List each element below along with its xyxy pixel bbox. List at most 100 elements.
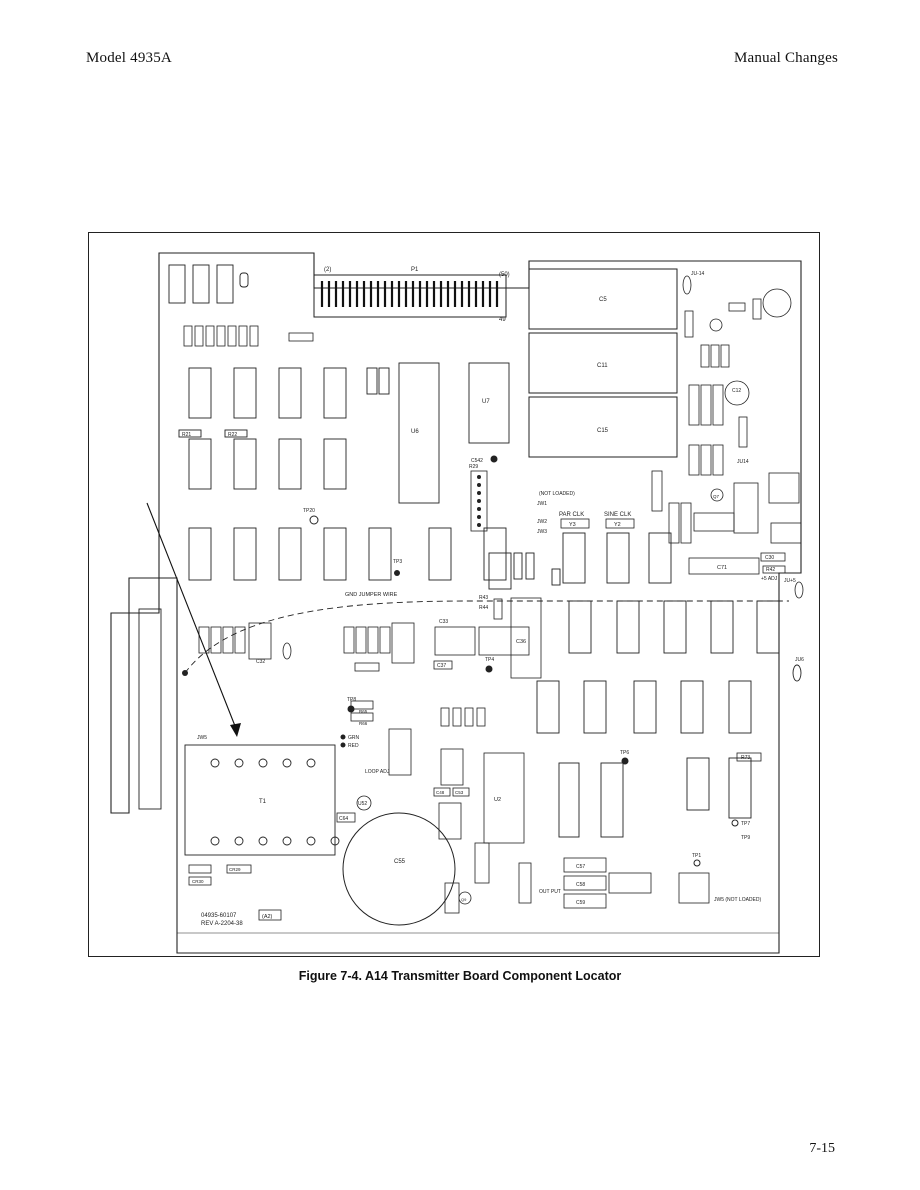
c542-marker bbox=[490, 455, 498, 463]
tp4-point bbox=[485, 665, 493, 673]
r42-label: R42 bbox=[766, 567, 775, 573]
r65-label: R65 bbox=[359, 709, 368, 714]
cr29-label: CR29 bbox=[229, 867, 241, 872]
resistor-bank-top-left bbox=[183, 325, 314, 347]
gnd-jumper-label: GND JUMPER WIRE bbox=[345, 592, 398, 598]
p1-label: P1 bbox=[411, 267, 419, 273]
jw2-label: JW2 bbox=[537, 519, 547, 525]
r73-label: R73 bbox=[741, 755, 750, 761]
c55-label: C55 bbox=[394, 859, 406, 865]
q9-label: Q9 bbox=[461, 897, 467, 902]
c48-label: C48 bbox=[436, 790, 445, 795]
c5-label: C5 bbox=[599, 297, 607, 303]
r43-label: R43 bbox=[479, 595, 488, 601]
gnd-jumper-wire bbox=[184, 600, 789, 674]
p1-connector: (2) P1 (50) 49 bbox=[313, 267, 510, 323]
p1-pin50-label: (50) bbox=[499, 272, 510, 278]
middle-left-components bbox=[198, 597, 542, 679]
c55-capacitor bbox=[342, 812, 456, 926]
t1-label: T1 bbox=[259, 799, 267, 805]
jw5-label: JW5 bbox=[197, 735, 207, 741]
u7-label: U7 bbox=[482, 399, 490, 405]
c59-label: C59 bbox=[576, 900, 585, 906]
ju14-label: JU-14 bbox=[691, 271, 705, 277]
u6-label: U6 bbox=[411, 429, 419, 435]
c37-label: C37 bbox=[437, 663, 446, 669]
c58-label: C58 bbox=[576, 882, 585, 888]
u52-label: U52 bbox=[358, 801, 367, 807]
c57-label: C57 bbox=[576, 864, 585, 870]
component-locator-figure: (2) P1 (50) 49 C5 C11 C15 U6 U7 R21 R22 bbox=[88, 232, 820, 957]
circuit-board-drawing: (2) P1 (50) 49 C5 C11 C15 U6 U7 R21 R22 bbox=[110, 252, 804, 954]
right-components bbox=[651, 275, 804, 599]
section-header: Manual Changes bbox=[733, 50, 838, 66]
c542-label: C542 bbox=[471, 458, 483, 464]
ic-row-3 bbox=[188, 527, 507, 581]
tp20-label: TP20 bbox=[303, 508, 315, 514]
r22-label: R22 bbox=[228, 432, 237, 438]
cr30-label: CR30 bbox=[192, 879, 204, 884]
c30-label: C30 bbox=[765, 555, 774, 561]
ju4-label: JU14 bbox=[737, 459, 749, 465]
page-number: 7-15 bbox=[809, 1141, 835, 1156]
c33-label: C33 bbox=[439, 619, 448, 625]
not-loaded-label: (NOT LOADED) bbox=[539, 491, 575, 497]
grn-label: GRN bbox=[348, 735, 360, 741]
jw3-label: JW3 bbox=[537, 529, 547, 535]
left-edge-connector bbox=[138, 608, 162, 810]
tp4-label: TP4 bbox=[485, 657, 494, 663]
c32-label: C32 bbox=[256, 659, 265, 665]
ic-row-1 bbox=[188, 362, 510, 504]
ju6-label: JU6 bbox=[795, 657, 804, 663]
red-label: RED bbox=[348, 743, 359, 749]
transformer-t1 bbox=[184, 744, 340, 856]
q7-label: Q7 bbox=[713, 494, 720, 499]
r29-header: R29 bbox=[469, 464, 488, 532]
tp3-label: TP3 bbox=[393, 559, 402, 565]
y3-label: Y3 bbox=[569, 522, 576, 528]
c64-label: C64 bbox=[339, 816, 348, 822]
sine-clk-label: SINE CLK bbox=[604, 512, 631, 518]
revision: REV A-2204-38 bbox=[201, 921, 243, 927]
r21-label: R21 bbox=[182, 432, 191, 438]
plus5adj-label: +5 ADJ bbox=[761, 576, 778, 582]
ju5-label: JU+5 bbox=[784, 578, 796, 584]
tp6-label: TP6 bbox=[620, 750, 629, 756]
c11-label: C11 bbox=[597, 363, 608, 369]
pointer-arrow-line bbox=[146, 502, 238, 732]
par-clk-label: PAR CLK bbox=[559, 512, 584, 518]
p1-pin2-label: (2) bbox=[324, 267, 331, 273]
u2-label: U2 bbox=[494, 797, 501, 803]
c36-label: C36 bbox=[516, 639, 526, 645]
p1-pin49-label: 49 bbox=[499, 317, 506, 323]
tp7-label: TP7 bbox=[741, 821, 750, 827]
figure-caption: Figure 7-4. A14 Transmitter Board Compon… bbox=[298, 969, 622, 983]
c12-label: C12 bbox=[732, 388, 741, 394]
top-left-capacitors bbox=[168, 264, 249, 304]
c53-label: C53 bbox=[455, 790, 464, 795]
ic-row-2 bbox=[178, 429, 347, 490]
r44-label: R44 bbox=[479, 605, 488, 611]
center-components bbox=[336, 700, 710, 914]
jw5-not-loaded-label: JW5 (NOT LOADED) bbox=[714, 897, 761, 903]
pointer-arrow-head bbox=[230, 723, 241, 737]
tp3-point bbox=[394, 570, 400, 576]
large-capacitors bbox=[528, 268, 678, 458]
a2-label: (A2) bbox=[262, 914, 273, 920]
ic-grid-right bbox=[536, 600, 802, 838]
r66-label: R66 bbox=[359, 721, 368, 726]
tp9-label: TP9 bbox=[741, 835, 750, 841]
gnd-jumper-end bbox=[182, 670, 188, 676]
part-number: 04935-60107 bbox=[201, 913, 237, 919]
model-header: Model 4935A bbox=[86, 50, 172, 66]
ic-row-middle bbox=[488, 532, 672, 590]
jw1-label: JW1 bbox=[537, 501, 547, 507]
loop-adj-label: LOOP ADJ bbox=[365, 769, 390, 775]
y2-label: Y2 bbox=[614, 522, 621, 528]
c71-label: C71 bbox=[717, 565, 727, 571]
out-put-label: OUT PUT bbox=[539, 889, 561, 895]
r29-label: R29 bbox=[469, 464, 478, 470]
tp1-label: TP1 bbox=[692, 853, 701, 859]
tp8-label: TP8 bbox=[347, 697, 356, 703]
c15-label: C15 bbox=[597, 428, 609, 434]
